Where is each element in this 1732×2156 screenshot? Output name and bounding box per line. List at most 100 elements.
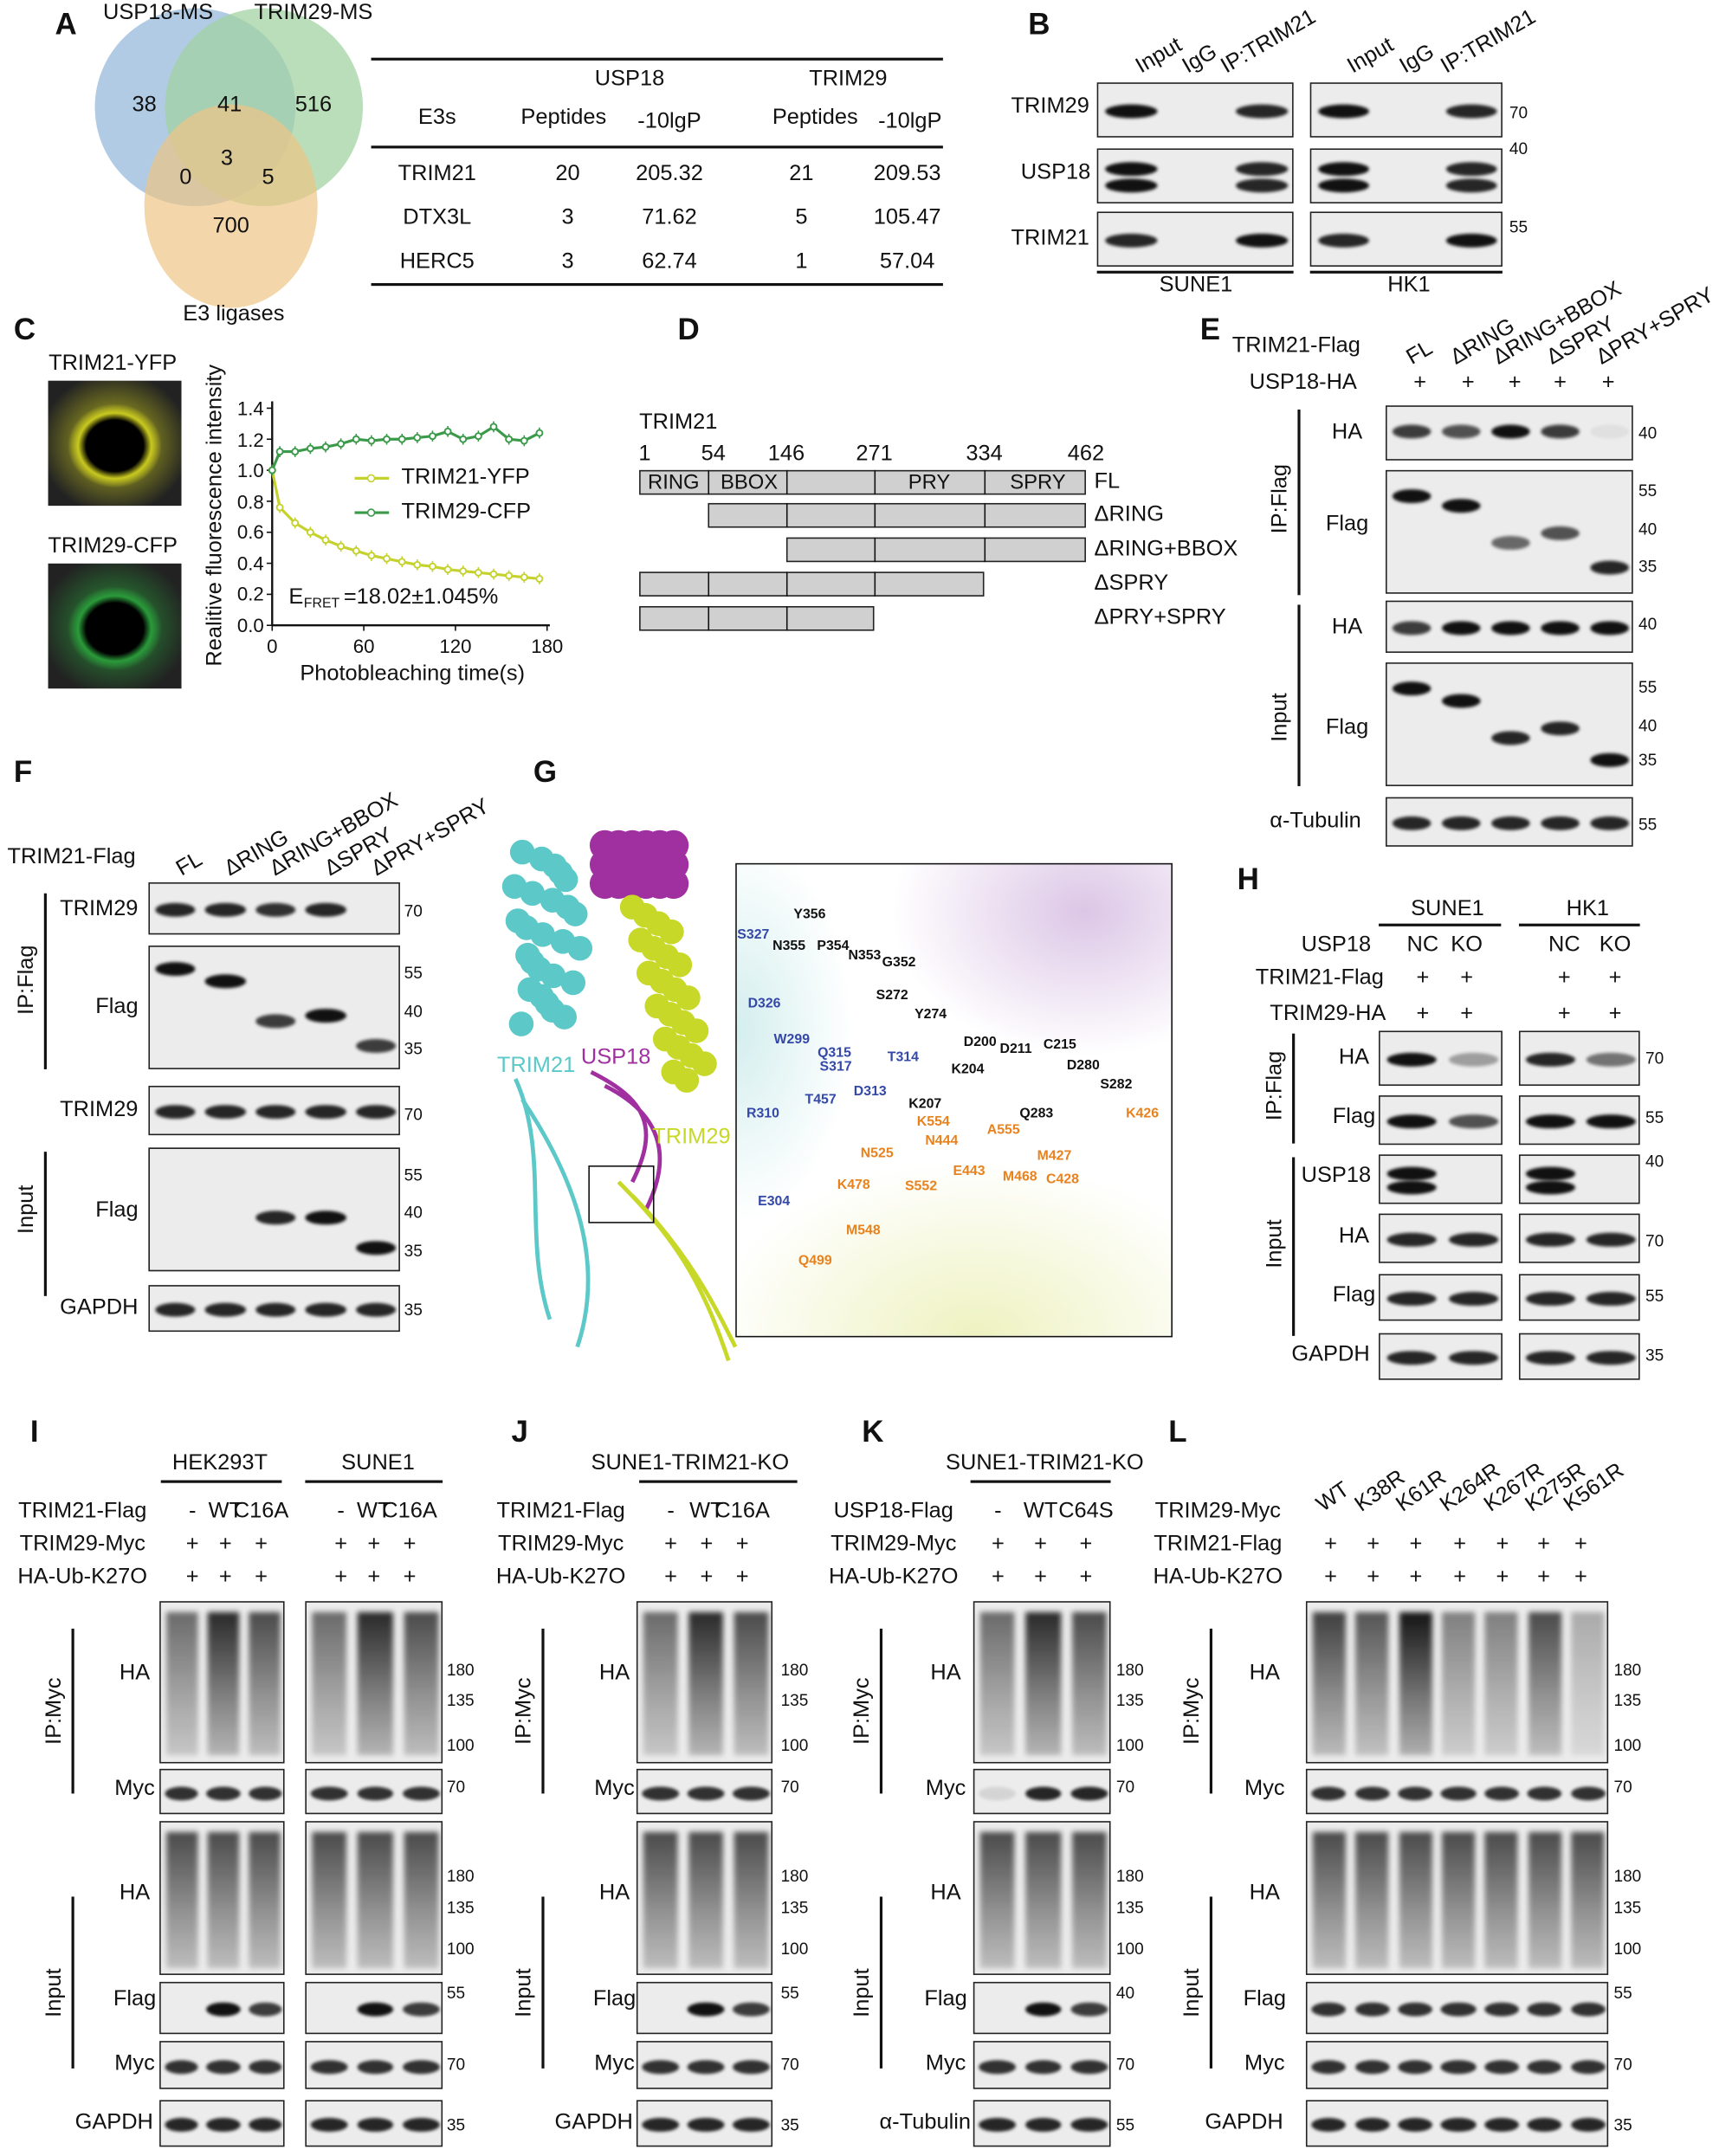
panel-label: D [677, 312, 700, 346]
protein-band [1104, 162, 1158, 177]
mw-marker: 55 [1613, 1983, 1632, 2003]
blot-strip [1309, 211, 1503, 267]
blot-strip [1305, 2100, 1609, 2147]
structure-overview [501, 829, 738, 1362]
plus-sign: + [1574, 1532, 1587, 1556]
protein-band [1589, 753, 1630, 768]
blot-strip [1379, 1095, 1503, 1146]
lane-value: WT [208, 1499, 243, 1523]
lane-header: IgG [1395, 40, 1438, 79]
venn-count: 516 [294, 93, 333, 117]
domain-label: PRY [908, 470, 951, 494]
plus-sign: + [1554, 371, 1567, 395]
venn-e3 [144, 104, 318, 308]
protein-band [204, 902, 246, 917]
plus-sign: + [1409, 1532, 1423, 1556]
data-point [429, 432, 436, 441]
protein-band [733, 2002, 770, 2017]
table-cell: HERC5 [399, 249, 475, 274]
protein-band [248, 2002, 282, 2017]
y-axis-label: Realitive fluorescence intensity [203, 364, 227, 667]
data-point [291, 519, 300, 527]
protein-band [1311, 2118, 1347, 2132]
residue-label: E443 [953, 1164, 986, 1179]
protein-band [1490, 621, 1531, 636]
panel-label: J [511, 1414, 528, 1449]
cell-line-label: HK1 [1387, 273, 1431, 297]
trim21-surface [553, 867, 578, 893]
plus-sign: + [1496, 1565, 1509, 1589]
protein-band [206, 2002, 241, 2017]
protein-band [1490, 816, 1531, 830]
lane-header: IP:TRIM21 [1217, 5, 1321, 79]
smear-lane [207, 1831, 240, 1968]
usp18-surface [658, 868, 689, 900]
protein-band [1354, 2002, 1390, 2017]
blot-label: TRIM29 [60, 1098, 139, 1122]
data-point [383, 554, 391, 563]
blot-label: Flag [1325, 715, 1369, 739]
group-label: IP:Flag [1263, 1050, 1287, 1121]
data-point [367, 436, 376, 445]
protein-band [357, 2118, 394, 2132]
trim29-surface [675, 985, 701, 1010]
protein-band [1386, 1181, 1436, 1195]
plus-sign: + [1034, 1532, 1048, 1556]
protein-band [1354, 2118, 1390, 2132]
protein-band [979, 2118, 1016, 2132]
condition-label: TRIM29-Myc [830, 1532, 957, 1556]
protein-band [1540, 526, 1580, 540]
blot-strip [148, 946, 400, 1069]
plus-sign: + [1537, 1565, 1550, 1589]
lane-value: - [188, 1499, 197, 1523]
blot-strip [1309, 82, 1503, 138]
label: TRIM29-MS [254, 1, 373, 25]
panel-label: C [13, 312, 36, 346]
smear-lane [1528, 1611, 1561, 1756]
plus-sign: + [367, 1532, 381, 1556]
blot-strip [636, 1768, 773, 1815]
mw-marker: 35 [404, 1300, 423, 1320]
blot-strip [305, 2100, 443, 2147]
residue-position: 1 [638, 442, 651, 467]
data-point [337, 542, 346, 551]
data-point [505, 435, 514, 443]
plus-sign: + [1409, 1565, 1423, 1589]
smear-lane [1399, 1831, 1432, 1968]
mw-marker: 100 [446, 1939, 475, 1959]
protein-band [1311, 1785, 1347, 1800]
data-point [306, 528, 314, 537]
construct-label: ΔPRY+SPRY [1094, 605, 1226, 629]
panel-label: F [13, 754, 33, 790]
mw-marker: 55 [1645, 1286, 1664, 1306]
protein-band [1024, 2059, 1062, 2074]
condition-label: HA-Ub-K27O [828, 1565, 959, 1589]
table-cell: TRIM21 [397, 162, 476, 186]
smear-lane [1485, 1611, 1518, 1756]
data-point [275, 448, 284, 456]
plus-sign: + [1079, 1532, 1093, 1556]
residue-label: D211 [999, 1042, 1032, 1057]
protein-band [206, 2059, 241, 2074]
blot-label: Flag [1243, 1987, 1287, 2011]
residue-position: 462 [1067, 442, 1105, 467]
protein-name: TRIM21 [639, 410, 718, 435]
trim21-yfp-image [48, 380, 182, 507]
panel-label: K [862, 1414, 884, 1449]
protein-band [1317, 178, 1369, 193]
trim21-surface [562, 901, 588, 926]
blot-strip [1096, 211, 1294, 267]
residue-label: G352 [882, 955, 916, 971]
plus-sign: + [1079, 1565, 1093, 1589]
protein-band [255, 1014, 296, 1029]
protein-band [1484, 2059, 1519, 2074]
blot-label: HA [1331, 420, 1363, 444]
lane-value: - [667, 1499, 675, 1523]
protein-band [1527, 1785, 1562, 1800]
table-cell: 57.04 [879, 249, 935, 274]
data-point [474, 432, 482, 441]
legend-usp18: USP18 [580, 1045, 651, 1069]
protein-band [1587, 1114, 1636, 1129]
protein-band [1589, 816, 1630, 830]
protein-band [1441, 2059, 1477, 2074]
